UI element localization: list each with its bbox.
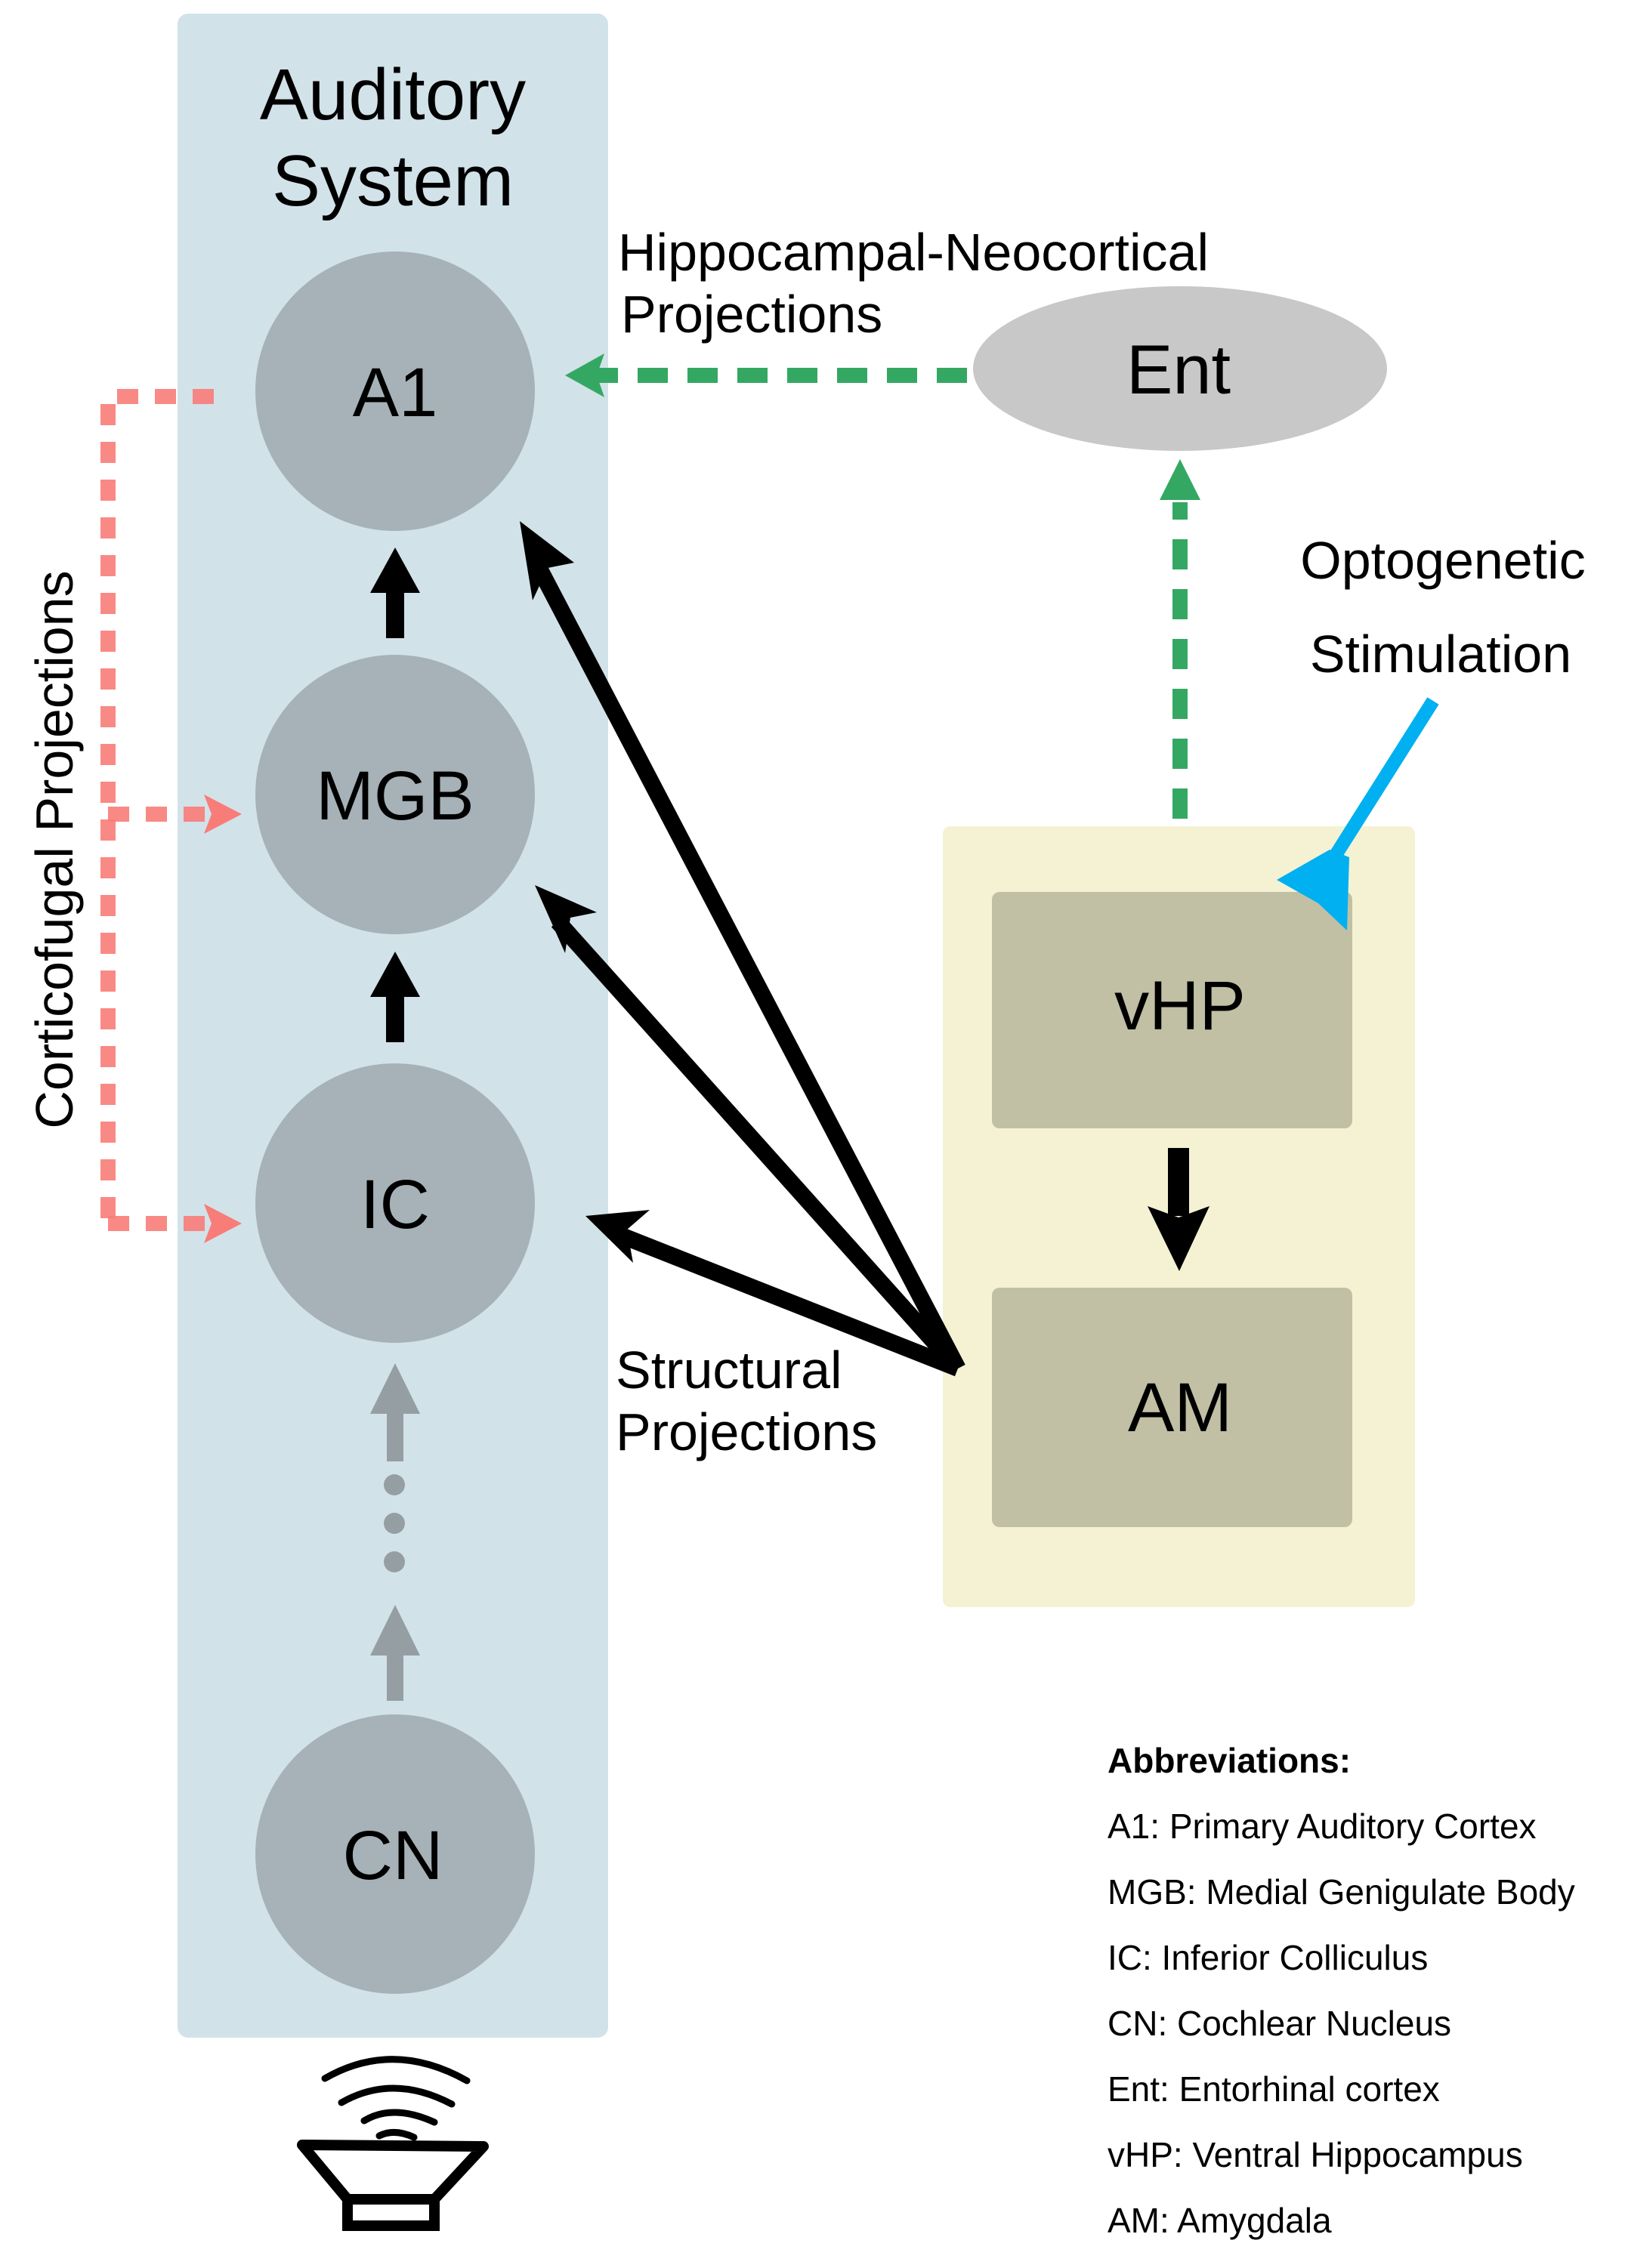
speaker-icon [297, 2056, 489, 2231]
abbreviation-item: MGB: Medial Genigulate Body [1108, 1872, 1575, 1912]
abbreviation-item: vHP: Ventral Hippocampus [1108, 2135, 1523, 2174]
hippocampal-label-line1: Hippocampal-Neocortical [618, 223, 1209, 282]
auditory-system-title-line2: System [272, 140, 514, 221]
optogenetic-label-line1: Optogenetic [1300, 531, 1585, 590]
node-mgb: MGB [255, 655, 535, 934]
node-am: AM [992, 1288, 1352, 1527]
node-a1: A1 [255, 251, 535, 531]
ellipsis-dot [384, 1474, 405, 1495]
structural-label-line1: Structural [616, 1341, 842, 1399]
node-am-label: AM [1128, 1369, 1232, 1446]
abbreviation-item: CN: Cochlear Nucleus [1108, 2004, 1451, 2043]
node-cn-label: CN [343, 1817, 443, 1894]
abbreviation-item: AM: Amygdala [1108, 2201, 1332, 2240]
abbreviation-item: Ent: Entorhinal cortex [1108, 2069, 1440, 2109]
node-cn: CN [255, 1714, 535, 1994]
node-ent-label: Ent [1126, 332, 1231, 409]
arrow-vhp-to-am [1148, 1148, 1209, 1271]
arrow-lower-to-ic [370, 1363, 420, 1461]
arrow-cn-to-upper [370, 1605, 420, 1701]
ellipsis-dot [384, 1513, 405, 1534]
abbreviations-legend: Abbreviations: A1: Primary Auditory Cort… [1108, 1741, 1575, 2240]
structural-label-line2: Projections [616, 1402, 877, 1461]
auditory-system-title-line1: Auditory [260, 54, 526, 135]
corticofugal-label: Corticofugal Projections [25, 570, 84, 1128]
node-vhp: vHP [992, 892, 1352, 1128]
abbreviations-heading: Abbreviations: [1108, 1741, 1351, 1780]
node-vhp-label: vHP [1114, 967, 1246, 1045]
hippocampal-neocortical-projection [565, 353, 1200, 869]
node-ent: Ent [973, 286, 1387, 451]
optogenetic-stimulation-arrow [1277, 697, 1439, 930]
corticofugal-projections [100, 389, 242, 1243]
ellipsis-dot [384, 1551, 405, 1572]
arrow-ic-to-mgb [370, 952, 420, 1042]
structural-projections [520, 521, 965, 1377]
abbreviation-item: IC: Inferior Colliculus [1108, 1938, 1428, 1977]
abbreviation-item: A1: Primary Auditory Cortex [1108, 1807, 1537, 1846]
node-ic: IC [255, 1063, 535, 1343]
node-ic-label: IC [360, 1166, 430, 1243]
optogenetic-label-line2: Stimulation [1310, 625, 1571, 683]
node-a1-label: A1 [353, 354, 438, 431]
hippocampal-label-line2: Projections [621, 285, 882, 344]
arrow-mgb-to-a1 [370, 548, 420, 638]
node-mgb-label: MGB [316, 758, 474, 835]
